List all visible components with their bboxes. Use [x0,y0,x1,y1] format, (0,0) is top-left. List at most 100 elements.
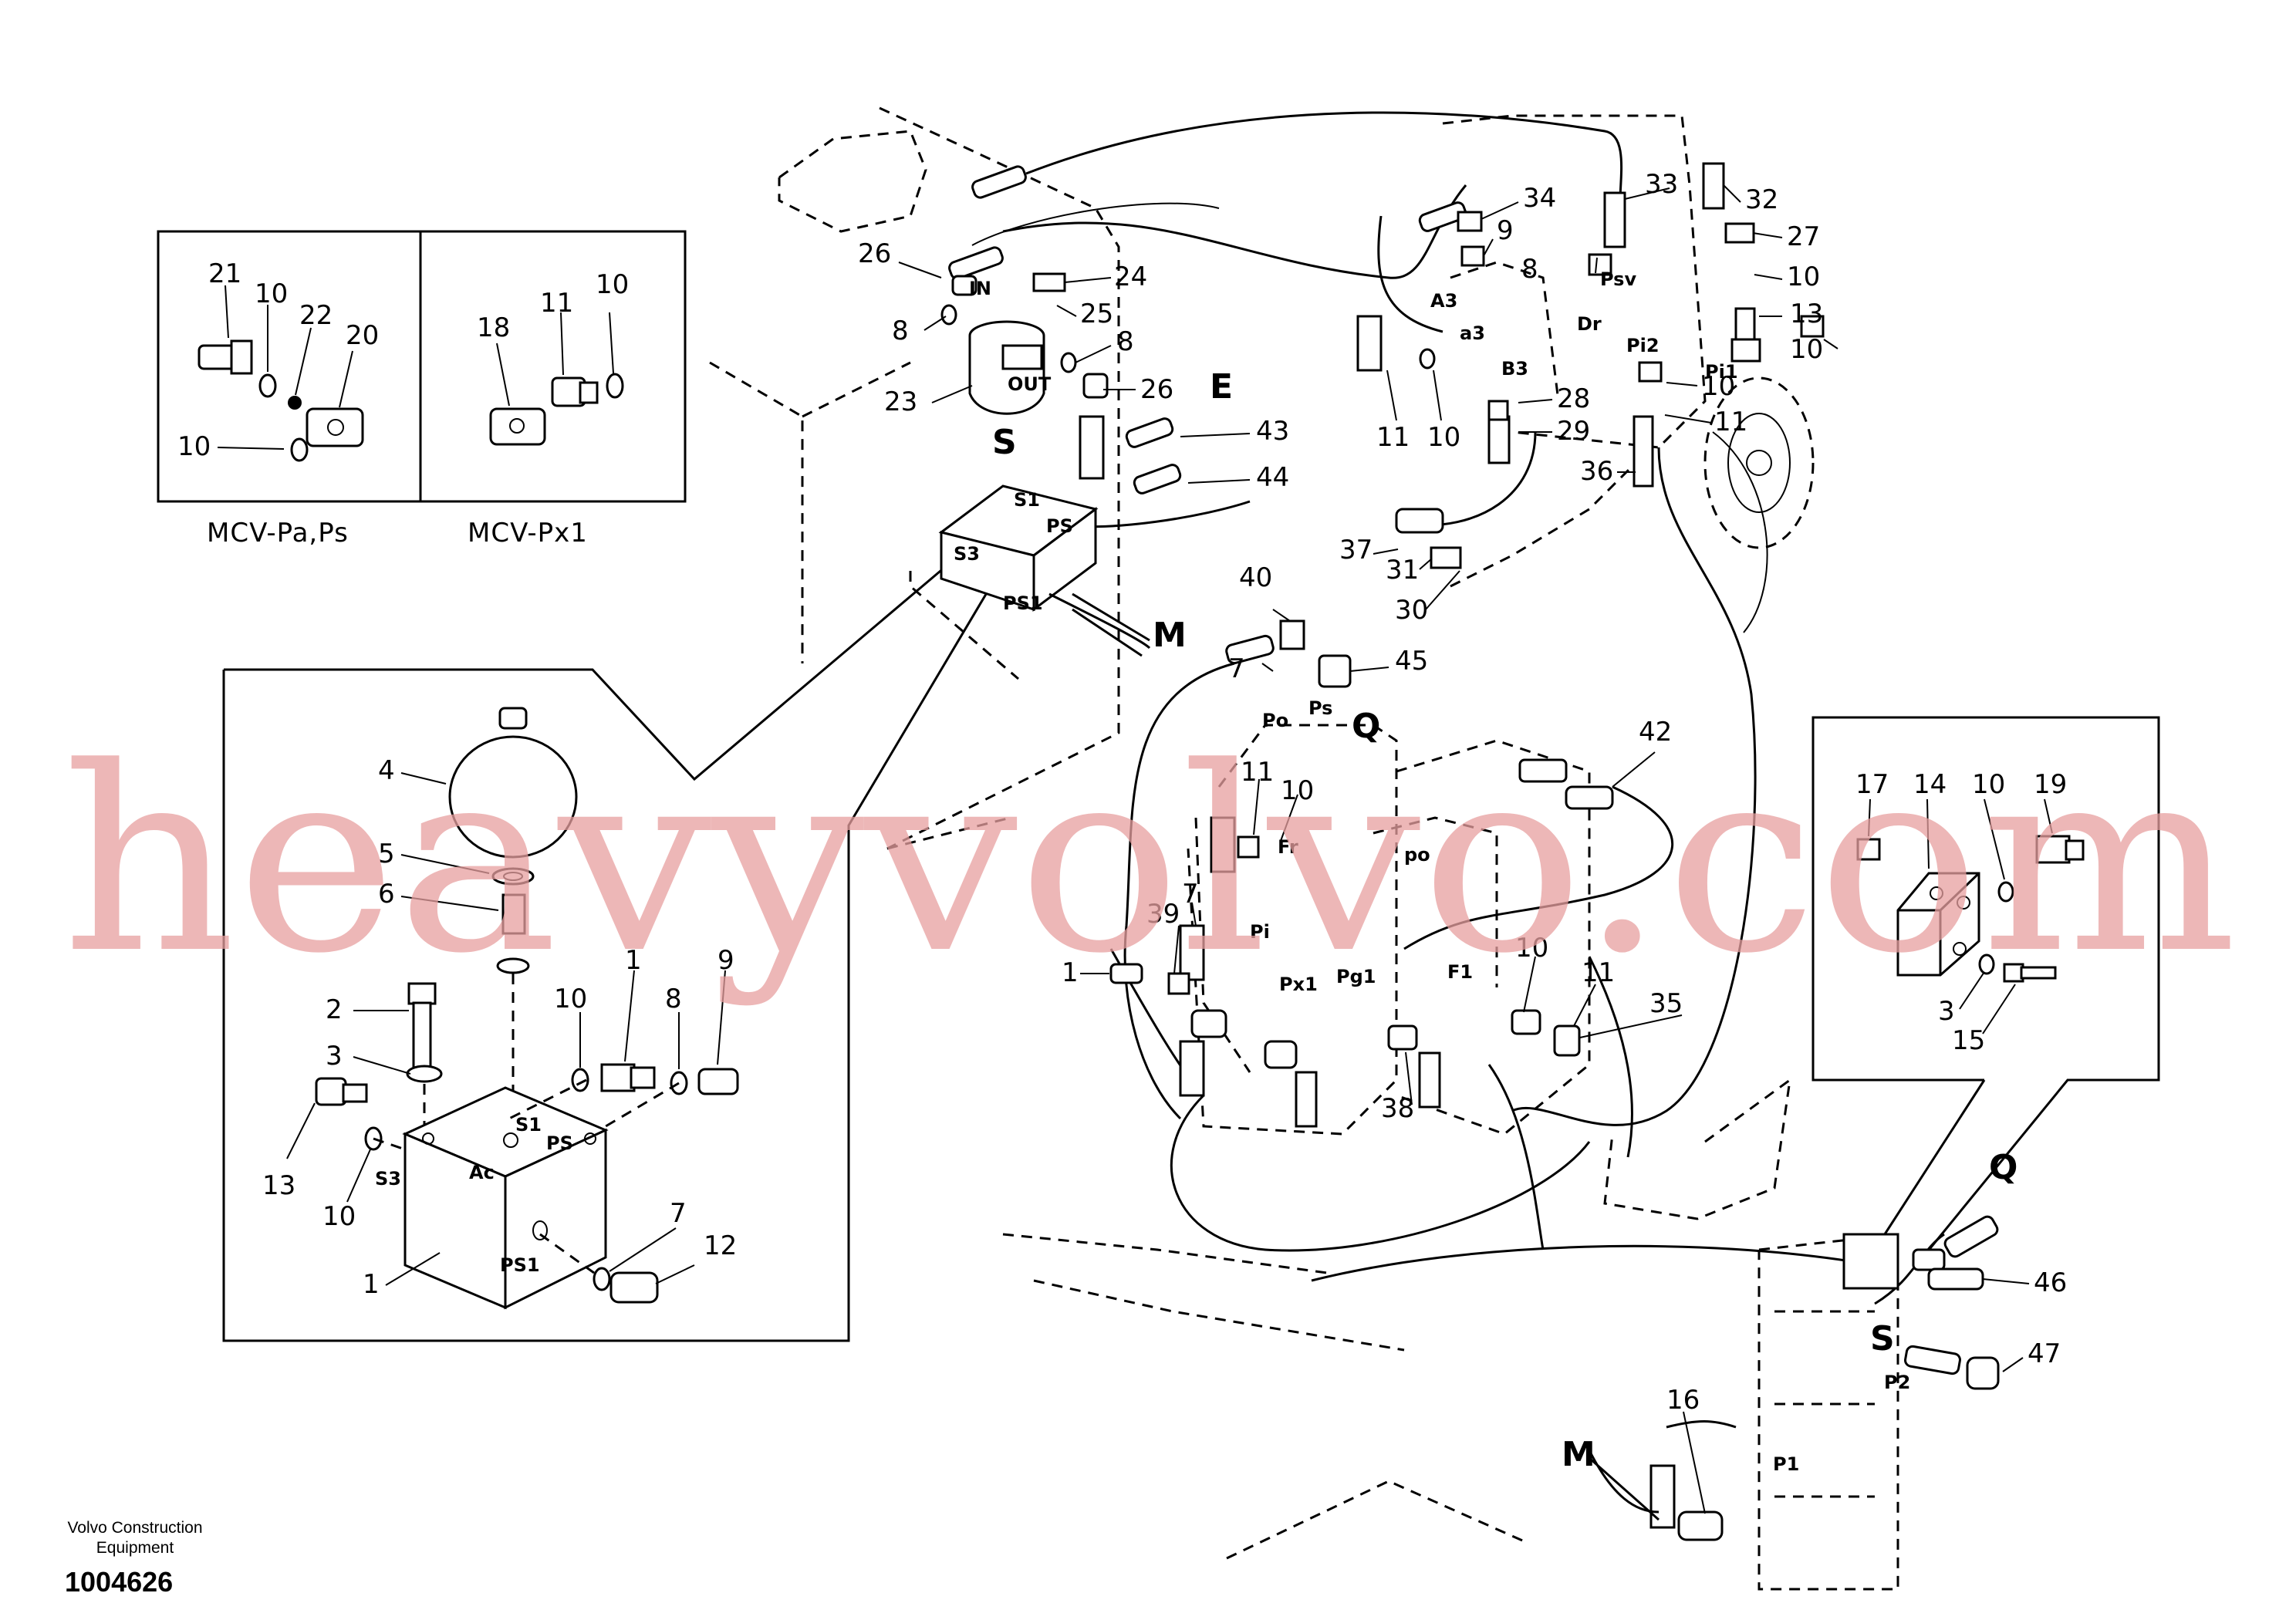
port-letter: M [1562,1435,1595,1474]
callout-label: 10 [177,431,211,462]
port-label: S3 [375,1168,401,1190]
detail-left-callouts: 4 5 6 2 3 13 10 10 1 8 9 7 12 1 [262,755,737,1300]
callout-label: 10 [255,278,288,309]
callout-label: 22 [299,300,333,331]
port-letter: M [1153,616,1187,655]
port-label: OUT [1008,373,1052,395]
callout-label: 7 [1182,879,1199,910]
port-label: Pi [1250,921,1270,943]
callout-label: 33 [1645,169,1678,200]
callout-label: 8 [1521,254,1538,285]
hoses [971,111,1945,1429]
callout-label: 40 [1239,562,1272,593]
callout-label: 37 [1339,535,1373,565]
port-label: P1 [1773,1453,1799,1475]
callout-label: 32 [1745,184,1778,215]
detail-left-leaders [286,772,726,1286]
callout-label: 10 [1972,769,2005,800]
port-label: Po [1262,710,1288,731]
port-label: Ps [1308,697,1332,719]
port-label: a3 [1460,322,1485,344]
callout-label: 35 [1649,988,1683,1019]
callout-label: 20 [346,320,379,351]
accumulator-assembly [448,707,578,1095]
main-big-ports: E S M Q Q S M [992,367,2017,1474]
detail-left-frame [222,523,997,1342]
callout-label: 26 [1140,374,1173,405]
watermark: heavyvolvo.com [62,713,2237,1009]
callout-label: 10 [1427,422,1460,453]
detail-right-callouts: 17 14 10 19 3 15 [1855,769,2067,1056]
port-letter: S [992,423,1017,462]
main-leaders [898,184,2030,1514]
callout-label: 16 [1666,1385,1700,1416]
callout-label: 11 [1714,407,1747,437]
block-part-1 [402,1086,609,1310]
port-letter: Q [1352,707,1380,746]
callout-label: 24 [1114,262,1147,292]
port-letter: Q [1989,1148,2017,1187]
callout-label: 11 [1582,957,1615,988]
callout-label: 3 [326,1041,343,1072]
port-label: PS1 [1003,592,1043,614]
callout-label: 6 [378,879,395,910]
port-label: po [1404,844,1430,866]
callout-label: 14 [1913,769,1947,800]
inset-px1-callouts: 18 11 10 [477,269,629,343]
inset-caption-px1: MCV-Px1 [468,518,588,548]
port-label: Px1 [1279,974,1318,995]
callout-label: 19 [2034,769,2067,800]
callout-label: 9 [1497,215,1514,246]
callout-label: 15 [1952,1025,1985,1056]
main-fittings [940,162,2000,1541]
callout-label: 12 [704,1230,737,1261]
inset-caption-pa-ps: MCV-Pa,Ps [207,518,349,548]
port-label: Pi2 [1626,335,1660,356]
callout-label: 10 [1281,775,1314,806]
callout-label: 30 [1395,595,1428,626]
inset-px1-leaders [496,312,614,407]
port-letter: S [1870,1319,1895,1358]
callout-label: 3 [1938,996,1955,1027]
pump-unit [1703,376,1815,549]
callout-label: 36 [1580,456,1613,487]
port-label: F1 [1447,961,1473,983]
callout-label: 26 [858,238,891,269]
callout-label: 10 [1515,933,1548,964]
detail-left-ports: Ac S1 PS S3 PS1 [375,1114,573,1276]
port-label: S3 [954,543,980,565]
drawing-number: 1004626 [65,1566,174,1598]
port-label: Fr [1278,836,1298,858]
callout-label: 25 [1080,299,1113,329]
callout-label: 10 [322,1201,356,1232]
callout-label: 43 [1256,416,1289,447]
main-callouts: 26 24 25 8 8 26 23 43 44 34 9 8 33 32 27… [858,169,2067,1416]
callout-label: 29 [1557,416,1590,447]
callout-label: 27 [1787,221,1820,252]
manufacturer-line-1: Volvo Construction [67,1519,203,1537]
callout-label: 10 [1702,371,1735,402]
callout-label: 11 [1376,422,1410,453]
callout-label: 17 [1855,769,1889,800]
callout-label: 28 [1557,383,1590,414]
inset-pa-ps-parts [198,339,364,462]
filter-part-23 [968,320,1045,415]
callout-label: 9 [718,945,734,976]
callout-label: 1 [363,1269,380,1300]
callout-label: 38 [1381,1093,1414,1124]
port-label: A3 [1430,290,1457,312]
callout-label: 45 [1395,646,1428,677]
callout-label: 7 [670,1198,687,1229]
port-label: PS [546,1132,573,1154]
left-detail-fittings [315,1063,739,1304]
callout-label: 7 [1228,653,1245,684]
detail-right-frame [1811,716,2160,1266]
inset-px1-parts [489,373,624,446]
callout-label: 11 [1241,757,1274,788]
port-label: Psv [1600,268,1636,290]
port-label: Pi1 [1705,361,1738,383]
callout-label: 47 [2028,1338,2061,1369]
inset-boxes [157,230,687,503]
callout-label: 10 [596,269,629,300]
